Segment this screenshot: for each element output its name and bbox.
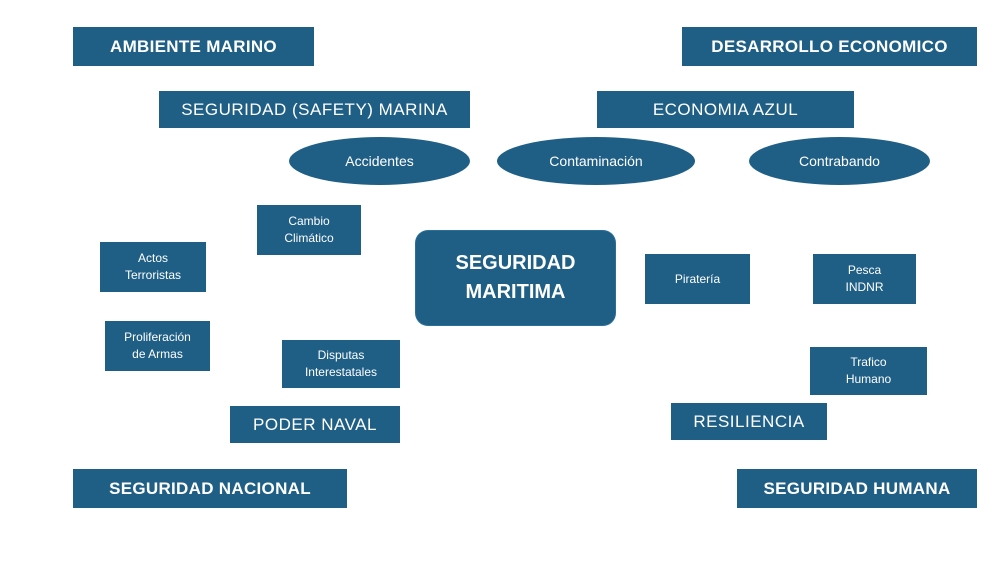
economia-azul-box: ECONOMIA AZUL [597, 91, 854, 128]
trafico-humano-box: Trafico Humano [810, 347, 927, 395]
seguridad-maritima-center: SEGURIDAD MARITIMA [416, 231, 615, 325]
accidentes-ellipse: Accidentes [289, 137, 470, 185]
ambiente-marino-box: AMBIENTE MARINO [73, 27, 314, 66]
cambio-climatico-box: Cambio Climático [257, 205, 361, 255]
contrabando-ellipse: Contrabando [749, 137, 930, 185]
contaminacion-ellipse: Contaminación [497, 137, 695, 185]
seguridad-humana-box: SEGURIDAD HUMANA [737, 469, 977, 508]
poder-naval-box: PODER NAVAL [230, 406, 400, 443]
pirateria-box: Piratería [645, 254, 750, 304]
seguridad-nacional-box: SEGURIDAD NACIONAL [73, 469, 347, 508]
seguridad-safety-marina-box: SEGURIDAD (SAFETY) MARINA [159, 91, 470, 128]
pesca-indnr-box: Pesca INDNR [813, 254, 916, 304]
disputas-interestatales-box: Disputas Interestatales [282, 340, 400, 388]
actos-terroristas-box: Actos Terroristas [100, 242, 206, 292]
proliferacion-armas-box: Proliferación de Armas [105, 321, 210, 371]
desarrollo-economico-box: DESARROLLO ECONOMICO [682, 27, 977, 66]
resiliencia-box: RESILIENCIA [671, 403, 827, 440]
